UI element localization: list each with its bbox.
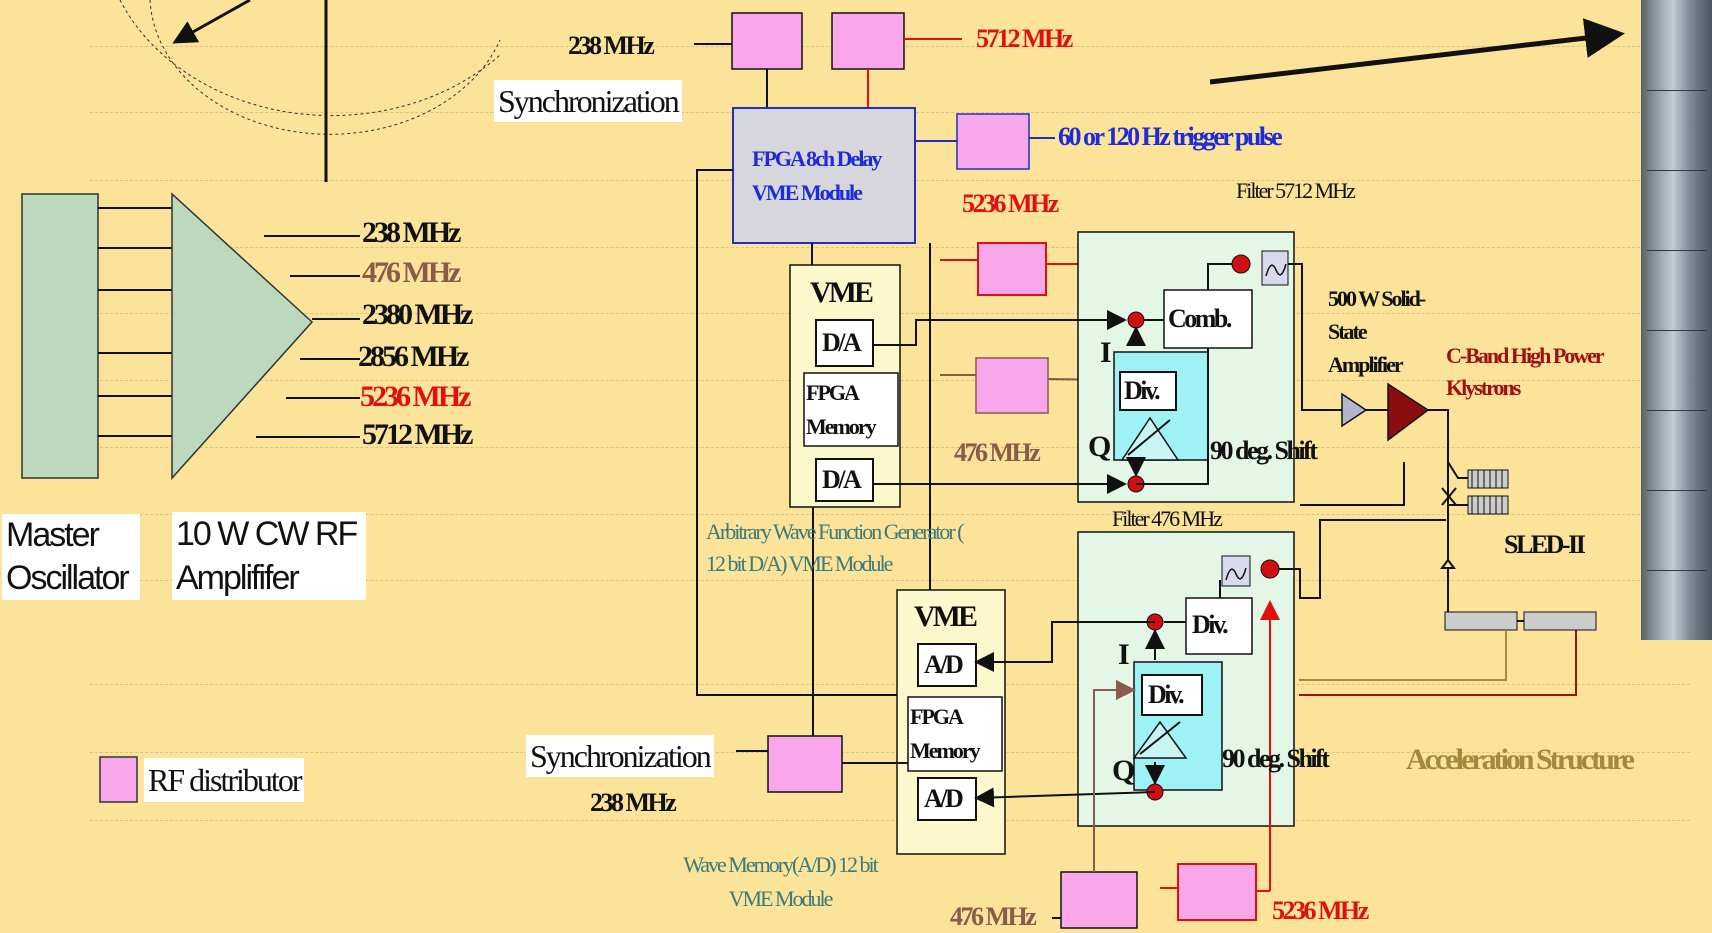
master-oscillator-label: Master Oscillator bbox=[2, 514, 140, 600]
filter-5712-label: Filter 5712 MHz bbox=[1236, 178, 1354, 204]
mixer-out-upper bbox=[1232, 255, 1250, 273]
legend-swatch bbox=[100, 757, 137, 802]
lower-sync-label: Synchronization bbox=[526, 735, 714, 777]
acceleration-structure-label: Acceleration Structure bbox=[1406, 743, 1632, 777]
da2-label: D/A bbox=[822, 465, 859, 495]
accel-structure-2 bbox=[1524, 612, 1596, 630]
legend-label: RF distributor bbox=[144, 758, 304, 802]
oscillator-lines bbox=[98, 208, 172, 436]
osc-output-476: 476 MHz bbox=[362, 256, 458, 290]
filter-476-label: Filter 476 MHz bbox=[1112, 506, 1221, 532]
rf-distributor-238-lower bbox=[768, 736, 842, 792]
ad1-label: A/D bbox=[924, 650, 961, 680]
div-lower-2-label: Div. bbox=[1148, 680, 1182, 710]
upper-476-label: 476 MHz bbox=[954, 438, 1038, 468]
osc-output-238: 238 MHz bbox=[362, 216, 458, 250]
lower-i-label: I bbox=[1118, 638, 1127, 672]
osc-output-2856: 2856 MHz bbox=[358, 340, 466, 374]
osc-output-5712: 5712 MHz bbox=[362, 418, 470, 452]
top-sync-label: Synchronization bbox=[494, 80, 682, 122]
osc-output-2380: 2380 MHz bbox=[362, 298, 470, 332]
pointer-arrow bbox=[1210, 34, 1620, 82]
ring-sketch bbox=[120, 0, 500, 182]
lower-238-label: 238 MHz bbox=[590, 788, 674, 818]
top-238-label: 238 MHz bbox=[568, 31, 652, 61]
rf-distributor-476-upper bbox=[976, 358, 1048, 413]
top-5712-label: 5712 MHz bbox=[976, 24, 1071, 54]
upper-shift-label: 90 deg. Shift bbox=[1210, 436, 1315, 466]
solid-state-amplifier bbox=[1342, 394, 1366, 426]
lower-5236-label: 5236 MHz bbox=[1272, 896, 1367, 926]
lower-shift-label: 90 deg. Shift bbox=[1222, 744, 1327, 774]
rf-amplifier-label: 10 W CW RF Amplififer bbox=[172, 512, 366, 600]
div-upper-label: Div. bbox=[1124, 376, 1158, 406]
lower-476-label: 476 MHz bbox=[950, 902, 1034, 932]
wave-memory-caption: Wave Memory(A/D) 12 bit VME Module bbox=[680, 848, 880, 916]
awg-fpga-memory-label: FPGA Memory bbox=[806, 376, 898, 444]
upper-q-label: Q bbox=[1088, 430, 1108, 464]
rf-distributor-5712 bbox=[832, 13, 904, 69]
comb-label: Comb. bbox=[1168, 304, 1230, 334]
lower-vme-label: VME bbox=[914, 600, 975, 634]
klystron-label: C-Band High Power Klystrons bbox=[1446, 340, 1616, 404]
mixer-i-upper bbox=[1128, 312, 1144, 328]
rf-distributor-5236-upper bbox=[978, 243, 1046, 295]
div-lower-1-label: Div. bbox=[1192, 610, 1226, 640]
awg-caption: Arbitrary Wave Function Generator ( 12 b… bbox=[706, 516, 970, 580]
top-5236-label: 5236 MHz bbox=[962, 189, 1057, 219]
rf-distributor-5236-lower bbox=[1178, 864, 1256, 920]
trigger-label: 60 or 120 Hz trigger pulse bbox=[1058, 122, 1280, 152]
upper-i-label: I bbox=[1100, 336, 1109, 370]
rf-distributor-trigger bbox=[957, 114, 1029, 169]
lower-fpga-memory-label: FPGA Memory bbox=[910, 700, 1002, 768]
master-oscillator-box bbox=[22, 194, 98, 478]
ssa-label: 500 W Solid-State Amplifier bbox=[1328, 282, 1438, 381]
accel-structure-1 bbox=[1445, 612, 1517, 630]
sled-label: SLED-II bbox=[1504, 530, 1583, 560]
ad2-label: A/D bbox=[924, 784, 961, 814]
fpga-delay-label: FPGA 8ch Delay VME Module bbox=[752, 142, 912, 210]
da1-label: D/A bbox=[822, 328, 859, 358]
mixer-in-lower bbox=[1261, 560, 1279, 578]
rf-distributor-476-lower bbox=[1061, 872, 1137, 928]
klystron-triangle bbox=[1388, 384, 1428, 440]
awg-vme-label: VME bbox=[810, 276, 871, 310]
lower-q-label: Q bbox=[1112, 754, 1132, 788]
rf-distributor-238-top bbox=[732, 13, 802, 69]
osc-output-5236: 5236 MHz bbox=[360, 380, 468, 414]
